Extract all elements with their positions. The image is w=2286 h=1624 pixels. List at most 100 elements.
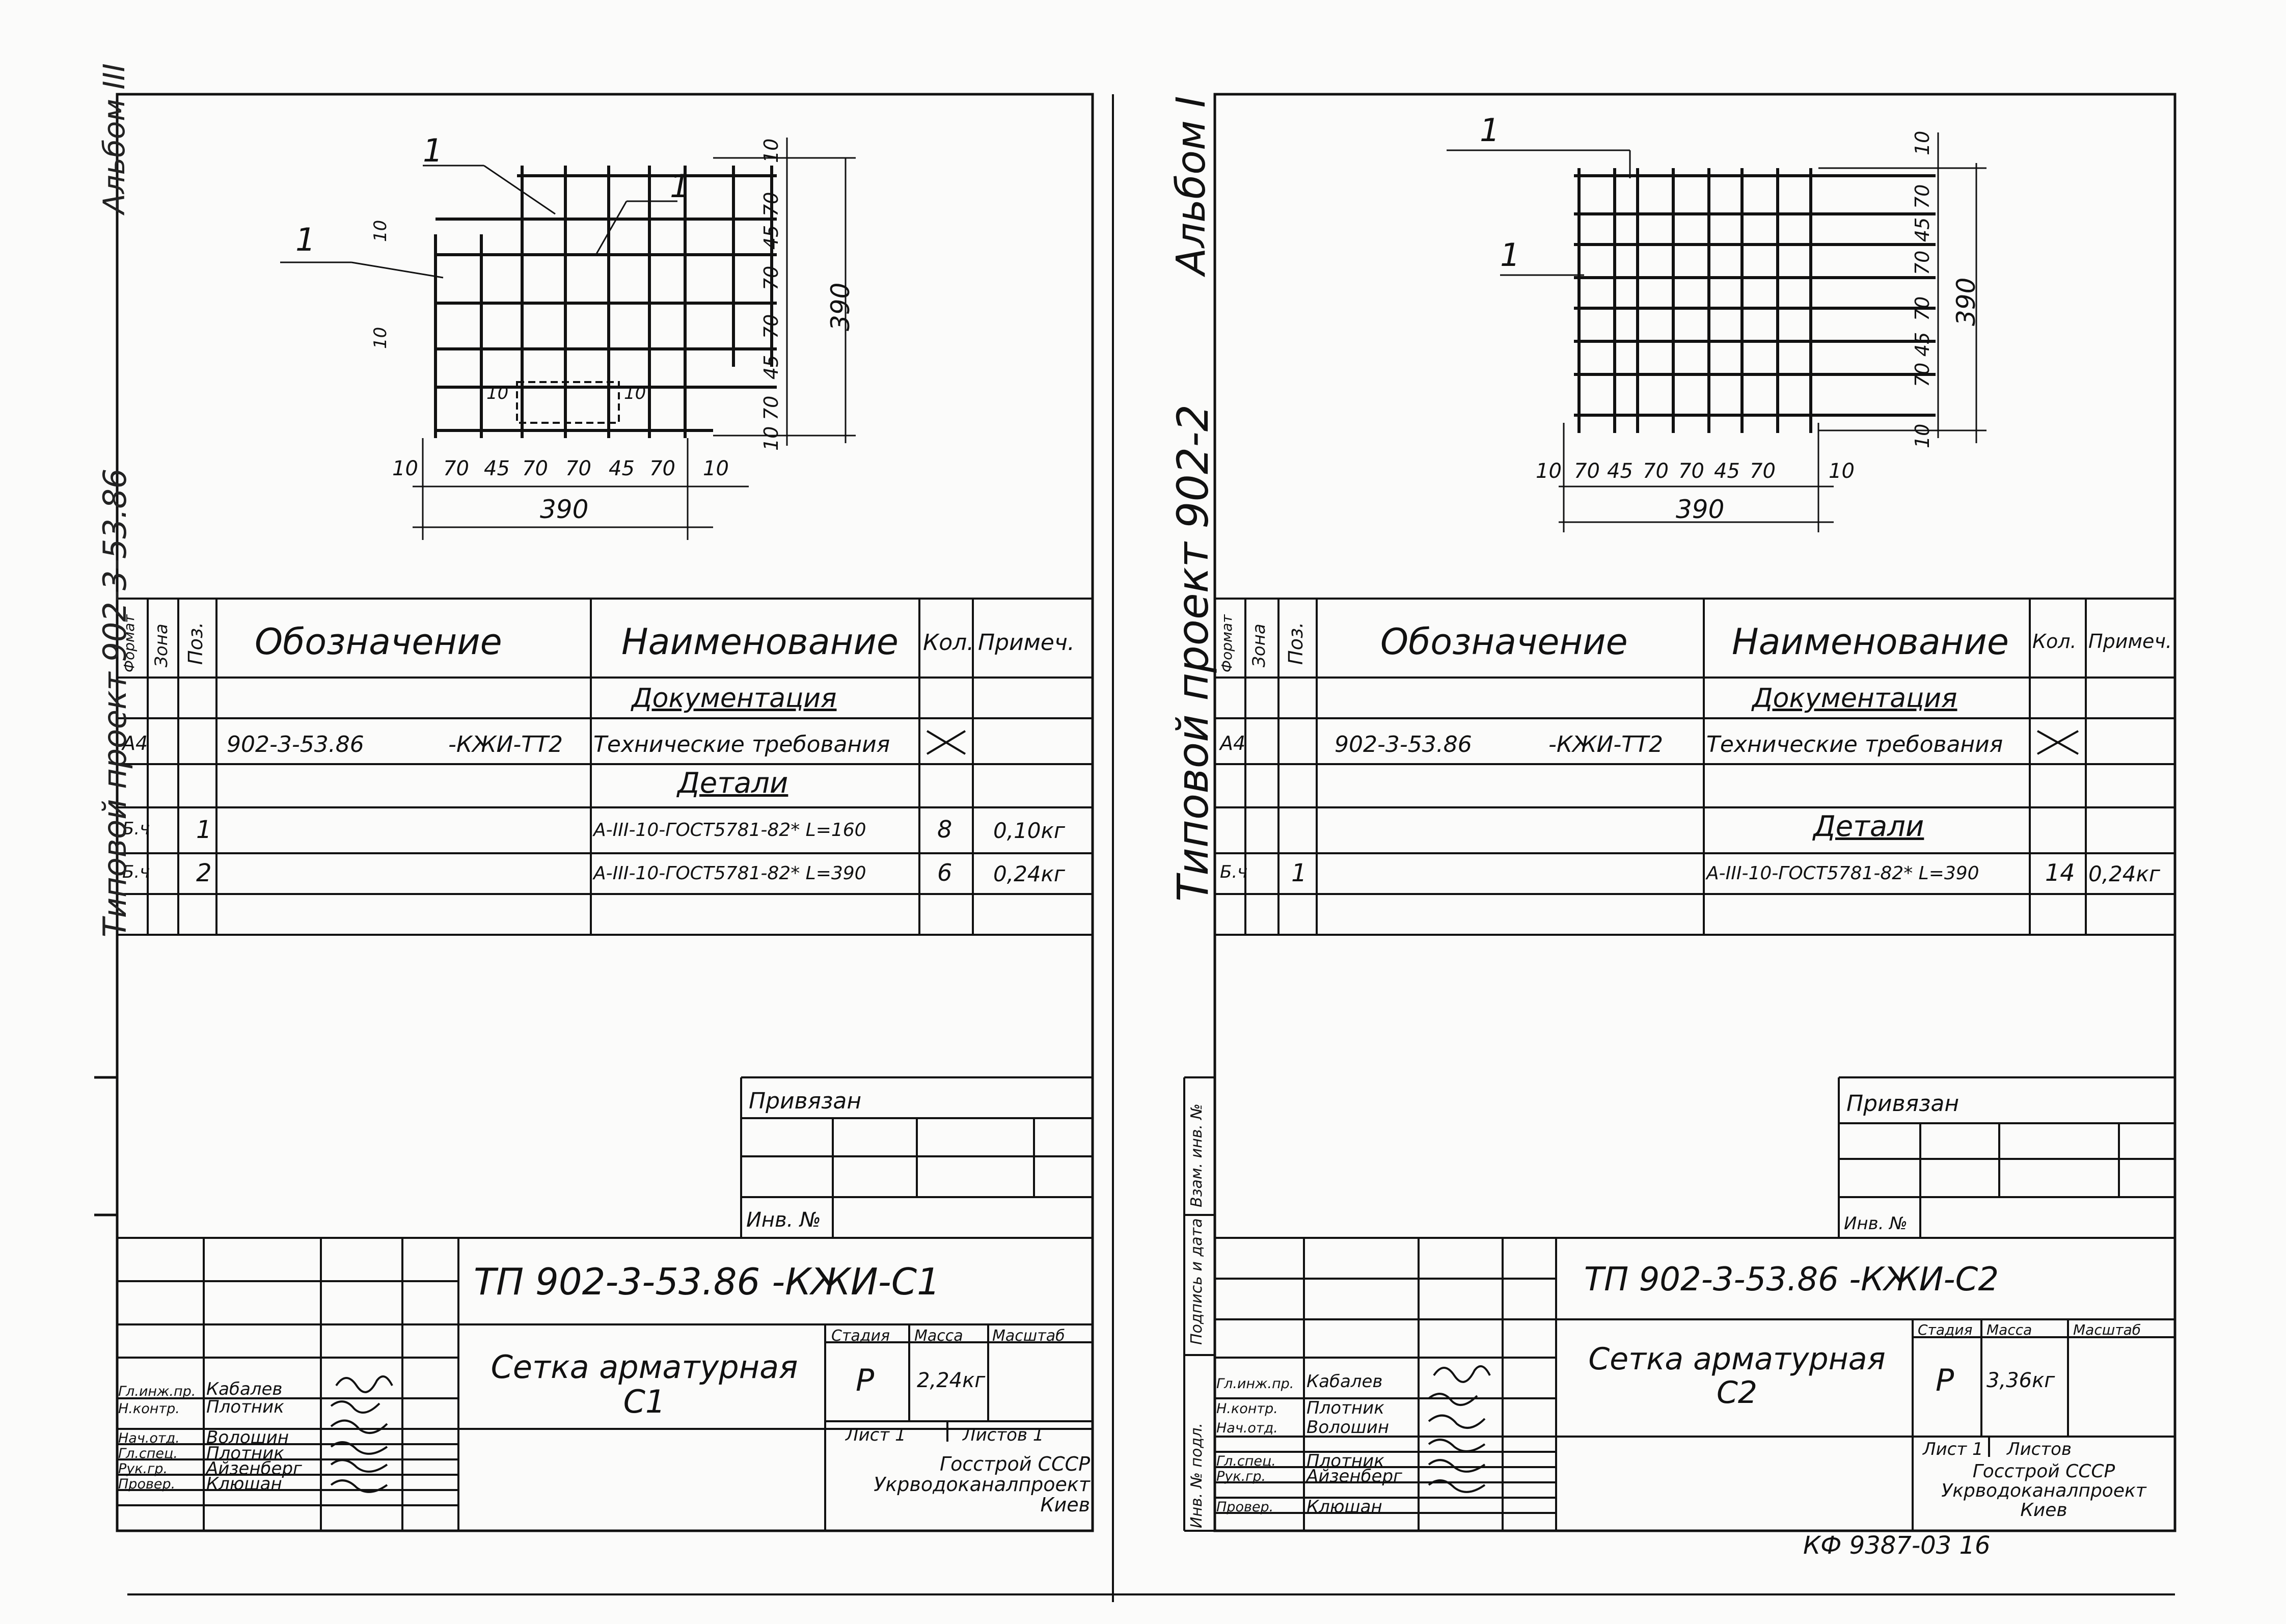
- sheet1-small-10-b: 10: [370, 327, 391, 349]
- sheet1-mesh: [434, 166, 777, 438]
- sheet1-row2-primech: 0,24кг: [993, 861, 1065, 886]
- sheet2-spec-table: [1215, 598, 2175, 936]
- sheet1-staff-name-0: Кабалев: [206, 1379, 283, 1399]
- sheet1-h-oboznachenie: Обозначение: [255, 621, 502, 663]
- sheet1-staff-name-1: Плотник: [206, 1397, 284, 1417]
- sheet2-dim-h-4: 70: [1678, 459, 1704, 483]
- sheet2-stadiya-h: Стадия: [1918, 1321, 1973, 1338]
- sheet1-org: Госстрой СССР Укрводоканалпроект Киев: [874, 1453, 1090, 1516]
- sheet2-staff-role-0: Гл.инж.пр.: [1216, 1376, 1294, 1392]
- side-stamp-inv-podl: Инв. № подл.: [1188, 1423, 1206, 1528]
- sheet2-overall-v: 390: [1951, 277, 1981, 326]
- sheet2-inv-no: Инв. №: [1844, 1213, 1908, 1234]
- sheet1-spec-table: [117, 598, 1093, 936]
- sheet1-list: Лист 1: [846, 1425, 906, 1445]
- sheet1-row1-name: А-III-10-ГОСТ5781-82* L=160: [593, 820, 866, 841]
- sheet1-h-kol: Кол.: [923, 630, 974, 656]
- sheet2-h-kol: Кол.: [2032, 630, 2077, 653]
- sheet1-dim-v-4: 70: [760, 314, 782, 339]
- sheet2-dim-h-6: 70: [1750, 459, 1776, 483]
- sheet2-row1-primech: 0,24кг: [2088, 861, 2160, 886]
- sheet1-dim-v-6: 70: [760, 395, 782, 420]
- sheet2-dim-h-0: 10: [1536, 459, 1562, 483]
- sheet1-staff-role-1: Н.контр.: [118, 1401, 180, 1417]
- sheet1-staff-name-4: Айзенберг: [206, 1458, 302, 1479]
- sheet1-massa-h: Масса: [914, 1327, 963, 1345]
- sheet1-overall-v: 390: [826, 282, 855, 331]
- sheet2-h-naimenovanie: Наименование: [1732, 621, 2009, 663]
- sheet1-dim-v-1: 70: [760, 192, 782, 216]
- sheet1-dim-h-1: 70: [443, 457, 469, 480]
- sheet2-masshtab-h: Масштаб: [2073, 1321, 2141, 1338]
- sheet2-doc-code: 902-3-53.86: [1335, 732, 1472, 757]
- sheet2-row1-poz: 1: [1291, 859, 1307, 887]
- sheet2-massa-h: Масса: [1986, 1321, 2032, 1338]
- sheet1-dim-h-5: 45: [609, 457, 635, 480]
- sheet1-title-block: [117, 1237, 1093, 1531]
- sheet2-section-det: Детали: [1813, 810, 1924, 843]
- sheet2-dim-v-6: 70: [1911, 362, 1934, 387]
- sheet1-small-10-c: 10: [486, 383, 509, 403]
- sheet2-listov: Листов: [2007, 1439, 2072, 1459]
- sheet2-section-doc: Документация: [1752, 683, 1957, 714]
- sheet1-staff-role-2: Нач.отд.: [118, 1430, 180, 1446]
- sheet1-doc-code: 902-3-53.86: [227, 732, 364, 757]
- sheet2-dim-v-4: 70: [1911, 296, 1934, 321]
- sheet1-staff-role-0: Гл.инж.пр.: [118, 1384, 196, 1399]
- sheet1-row1-poz: 1: [196, 816, 212, 844]
- sheet1-dim-v-7: 10: [760, 426, 782, 451]
- sheet2-dim-h-7: 10: [1829, 459, 1855, 483]
- sheet1-row2-poz: 2: [196, 859, 212, 887]
- sheet1-h-poz: Поз.: [184, 621, 207, 665]
- sheet2-org: Госстрой СССР Укрводоканалпроект Киев: [1941, 1461, 2146, 1521]
- sheet1-dim-h-0: 10: [392, 457, 418, 480]
- sheet2-doc-name: Технические требования: [1706, 732, 2003, 757]
- sheet2-staff-role-3: Гл.спец.: [1216, 1453, 1276, 1469]
- sheet1-staff-role-5: Провер.: [118, 1476, 176, 1492]
- sheet2-staff-role-5: Провер.: [1216, 1499, 1274, 1515]
- left-margin-album: Альбом III: [97, 63, 131, 214]
- sheet2-h-primech: Примеч.: [2088, 630, 2172, 653]
- sheet2-row1-name: А-III-10-ГОСТ5781-82* L=390: [1706, 863, 1979, 884]
- side-stamp-podpis-data: Подпись и дата: [1188, 1218, 1206, 1345]
- sheet2-overall-h: 390: [1676, 495, 1725, 524]
- sheet1-dim-h-4: 70: [565, 457, 591, 480]
- sheet1-dim-h-6: 70: [649, 457, 675, 480]
- sheet2-row1-format: Б.ч: [1220, 862, 1248, 882]
- signatures: [330, 1365, 1491, 1493]
- sheet1-row2-kol: 6: [937, 859, 953, 886]
- sheet2-frame: [1213, 93, 2176, 1532]
- sheet2-dim-h-5: 45: [1714, 459, 1740, 483]
- sheet1-row2-name: А-III-10-ГОСТ5781-82* L=390: [593, 863, 866, 884]
- side-stamp: [1183, 1076, 1216, 1532]
- sheet2-title-block: [1215, 1237, 2175, 1531]
- vertical-title: Типовой проект 902-2: [1168, 404, 1218, 902]
- sheet2-privyazan: Привязан: [1846, 1091, 1960, 1117]
- sheet2-dim-v-2: 45: [1911, 217, 1934, 242]
- sheet2-doc-code-title: ТП 902-3-53.86 -КЖИ-С2: [1584, 1261, 1999, 1298]
- sheet1-listov: Листов 1: [963, 1425, 1044, 1445]
- sheet1-staff-name-3: Плотник: [206, 1443, 284, 1464]
- sheet2-dim-v-7: 10: [1911, 423, 1934, 448]
- sheet1-row1-kol: 8: [937, 816, 953, 843]
- sheet2-h-zona: Зона: [1249, 624, 1269, 667]
- sheet2-h-poz: Поз.: [1285, 621, 1307, 665]
- sheet1-dim-v-5: 45: [760, 355, 782, 380]
- sheet2-staff-name-0: Кабалев: [1307, 1371, 1383, 1392]
- sheet2-staff-role-2: Нач.отд.: [1216, 1420, 1278, 1436]
- sheet2-dim-v-5: 45: [1911, 332, 1934, 357]
- sheet2-doc-format: А4: [1220, 732, 1246, 754]
- sheet-code: КФ 9387-03 16: [1803, 1531, 1991, 1560]
- sheet1-section-doc: Документация: [632, 683, 837, 714]
- sheet1-doc-name: Технические требования: [593, 732, 890, 757]
- sheet1-overall-h: 390: [540, 495, 589, 524]
- album-label: Альбом I: [1168, 96, 1214, 275]
- sheet2-dim-lines: [1447, 132, 1986, 532]
- sheet2-mark-1a: 1: [1480, 112, 1500, 149]
- sheet2-dim-h-3: 70: [1643, 459, 1669, 483]
- sheet2-dim-h-2: 45: [1607, 459, 1633, 483]
- sheet2-row1-kol: 14: [2045, 859, 2075, 886]
- sheet2-mesh: [1574, 168, 1936, 433]
